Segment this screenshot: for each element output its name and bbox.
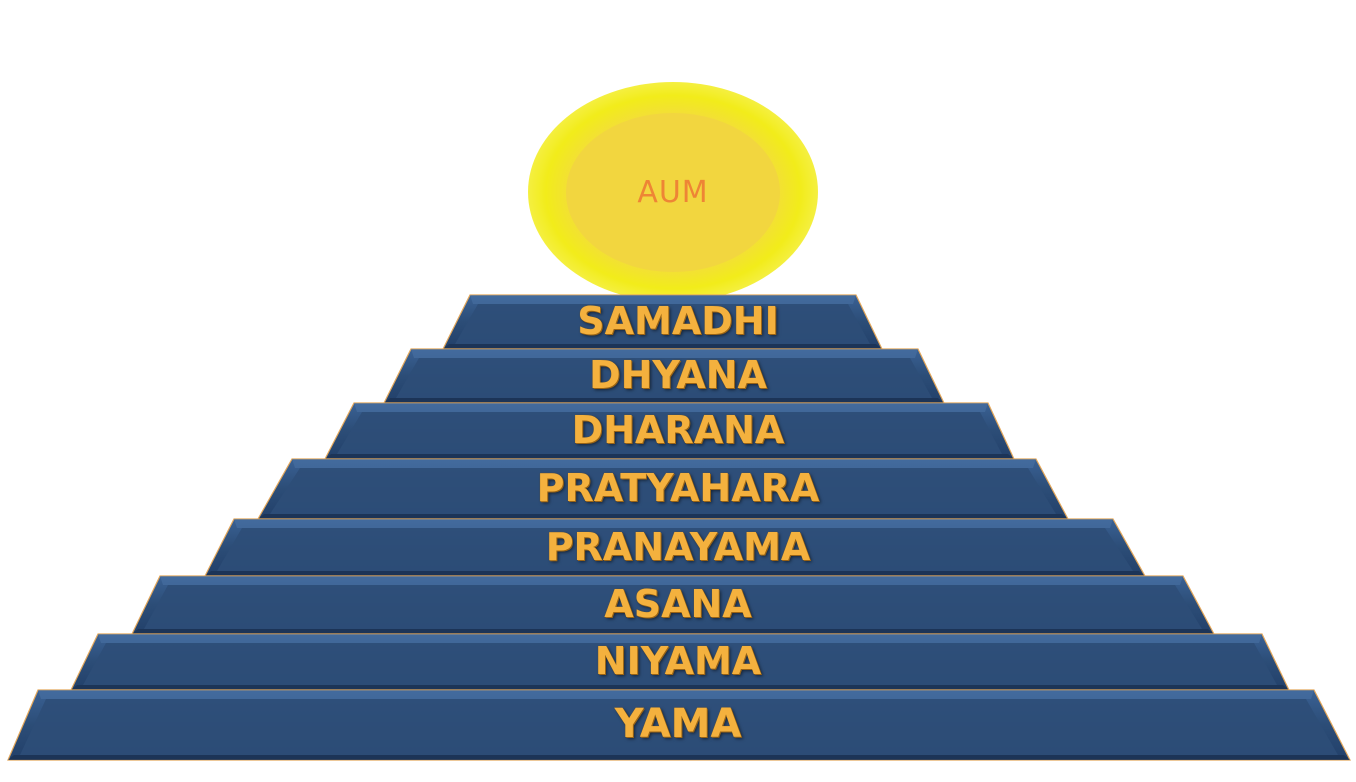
step-label-samadhi: SAMADHI	[577, 299, 779, 343]
apex-label: AUM	[637, 175, 709, 210]
step-label-pranayama: PRANAYAMA	[545, 524, 811, 569]
step-face-pratyahara	[270, 468, 1056, 514]
step-shade-dharana	[325, 454, 1014, 459]
step-shade-yama	[8, 755, 1350, 760]
step-label-yama: YAMA	[614, 701, 742, 747]
step-face-yama	[20, 699, 1338, 755]
step-bevel-asana	[160, 576, 1183, 585]
step-shade-asana	[132, 629, 1214, 634]
step-bevel-samadhi	[470, 295, 856, 304]
step-face-dharana	[337, 412, 1002, 454]
step-face-niyama	[83, 643, 1277, 685]
step-label-niyama: NIYAMA	[594, 639, 762, 683]
step-shade-niyama	[71, 685, 1289, 690]
step-label-dharana: DHARANA	[571, 408, 785, 452]
step-face-pranayama	[217, 528, 1133, 571]
step-face-samadhi	[455, 304, 870, 344]
step-label-dhyana: DHYANA	[589, 353, 767, 397]
step-bevel-dharana	[354, 403, 988, 412]
step-label-asana: ASANA	[604, 582, 752, 626]
step-shade-pratyahara	[258, 514, 1068, 519]
step-face-dhyana	[396, 358, 932, 398]
step-bevel-niyama	[98, 634, 1262, 643]
step-face-asana	[144, 585, 1202, 629]
step-bevel-pratyahara	[292, 459, 1036, 468]
step-bevel-dhyana	[411, 349, 918, 358]
step-shade-samadhi	[443, 344, 882, 349]
sun-icon	[566, 113, 780, 272]
step-shade-dhyana	[384, 398, 944, 403]
step-shade-pranayama	[205, 571, 1145, 576]
step-label-pratyahara: PRATYAHARA	[536, 466, 820, 510]
step-bevel-yama	[38, 690, 1314, 699]
step-bevel-pranayama	[234, 519, 1113, 528]
